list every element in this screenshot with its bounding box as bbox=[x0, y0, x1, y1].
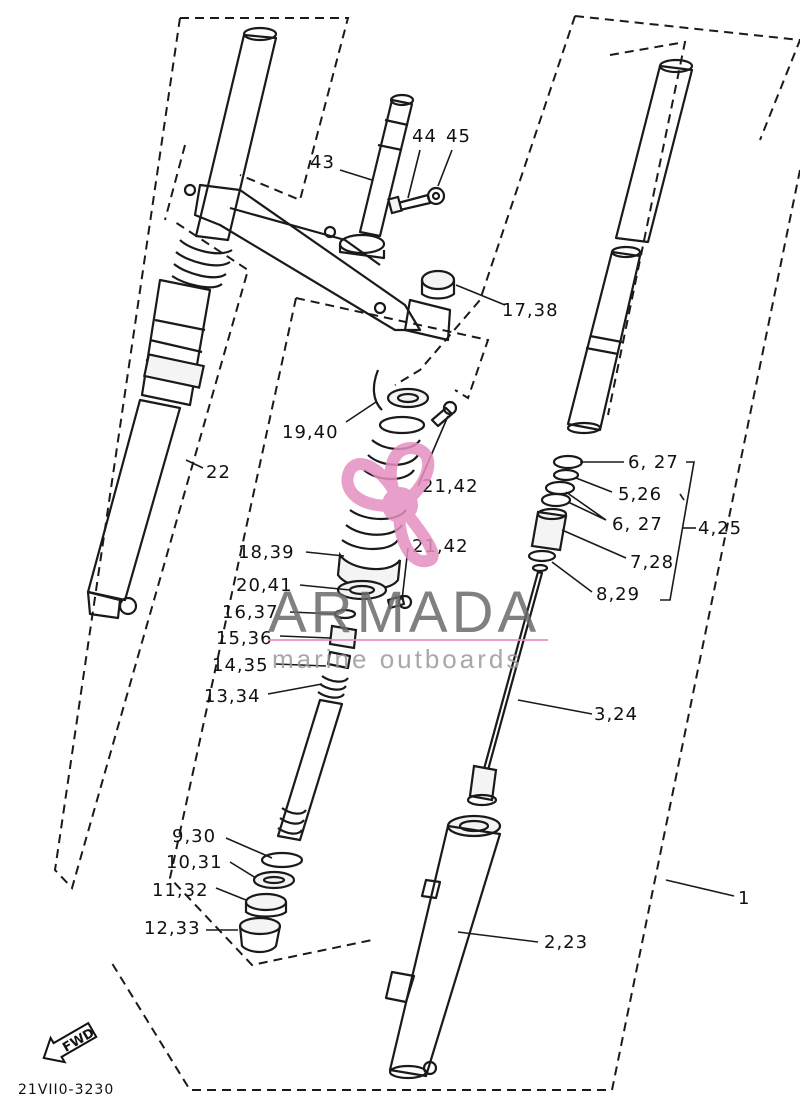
watermark-tagline: marine outboards bbox=[272, 644, 522, 674]
watermark-brand: ARMADA bbox=[268, 580, 540, 645]
outer-tube bbox=[384, 814, 502, 1080]
label-10-31: 10,31 bbox=[166, 852, 223, 873]
label-6-27-upper: 6, 27 bbox=[628, 452, 679, 473]
label-5-26: 5,26 bbox=[618, 484, 662, 505]
drawing-code: 21VII0-3230 bbox=[18, 1082, 114, 1098]
label-14-35: 14,35 bbox=[212, 655, 269, 676]
damper-rod bbox=[466, 570, 544, 807]
label-2-23: 2,23 bbox=[544, 932, 588, 953]
propeller-logo-icon bbox=[341, 442, 439, 568]
inner-tube-assembly bbox=[276, 369, 430, 842]
fwd-arrow-icon: FWD bbox=[42, 1021, 98, 1064]
bolt-21-upper bbox=[430, 400, 458, 428]
washer-stack bbox=[527, 454, 584, 573]
label-7-28: 7,28 bbox=[630, 552, 674, 573]
label-11-32: 11,32 bbox=[152, 880, 209, 901]
leader-lines bbox=[185, 149, 735, 943]
label-22: 22 bbox=[206, 462, 231, 483]
label-17-38: 17,38 bbox=[502, 300, 559, 321]
label-43: 43 bbox=[310, 152, 335, 173]
label-9-30: 9,30 bbox=[172, 826, 216, 847]
washer-45 bbox=[426, 186, 446, 206]
steering-stem bbox=[338, 93, 415, 260]
label-16-37: 16,37 bbox=[222, 602, 279, 623]
label-45: 45 bbox=[446, 126, 471, 147]
label-12-33: 12,33 bbox=[144, 918, 201, 939]
group-bracket-4-25 bbox=[660, 461, 696, 601]
part-labels: 43 44 45 17,38 22 19,40 21,42 21,42 18,3… bbox=[144, 126, 750, 953]
label-3-24: 3,24 bbox=[594, 704, 638, 725]
right-fork-tube bbox=[566, 58, 694, 435]
label-8-29: 8,29 bbox=[596, 584, 640, 605]
label-13-34: 13,34 bbox=[204, 686, 261, 707]
lower-seals bbox=[238, 851, 304, 954]
label-15-36: 15,36 bbox=[216, 628, 273, 649]
label-18-39: 18,39 bbox=[238, 542, 295, 563]
assembly-outlines bbox=[53, 15, 800, 1091]
watermark: ARMADA marine outboards bbox=[268, 442, 548, 674]
cap-17 bbox=[420, 269, 456, 300]
label-44: 44 bbox=[412, 126, 437, 147]
label-6-27-lower: 6, 27 bbox=[612, 514, 663, 535]
left-fork-tube bbox=[86, 26, 278, 620]
label-4-25: 4,25 bbox=[698, 518, 742, 539]
bolt-21-lower bbox=[386, 594, 413, 610]
label-20-41: 20,41 bbox=[236, 575, 293, 596]
label-1: 1 bbox=[738, 888, 750, 909]
label-19-40: 19,40 bbox=[282, 422, 339, 443]
bolt-44 bbox=[387, 193, 432, 215]
label-21-42-upper: 21,42 bbox=[422, 476, 479, 497]
